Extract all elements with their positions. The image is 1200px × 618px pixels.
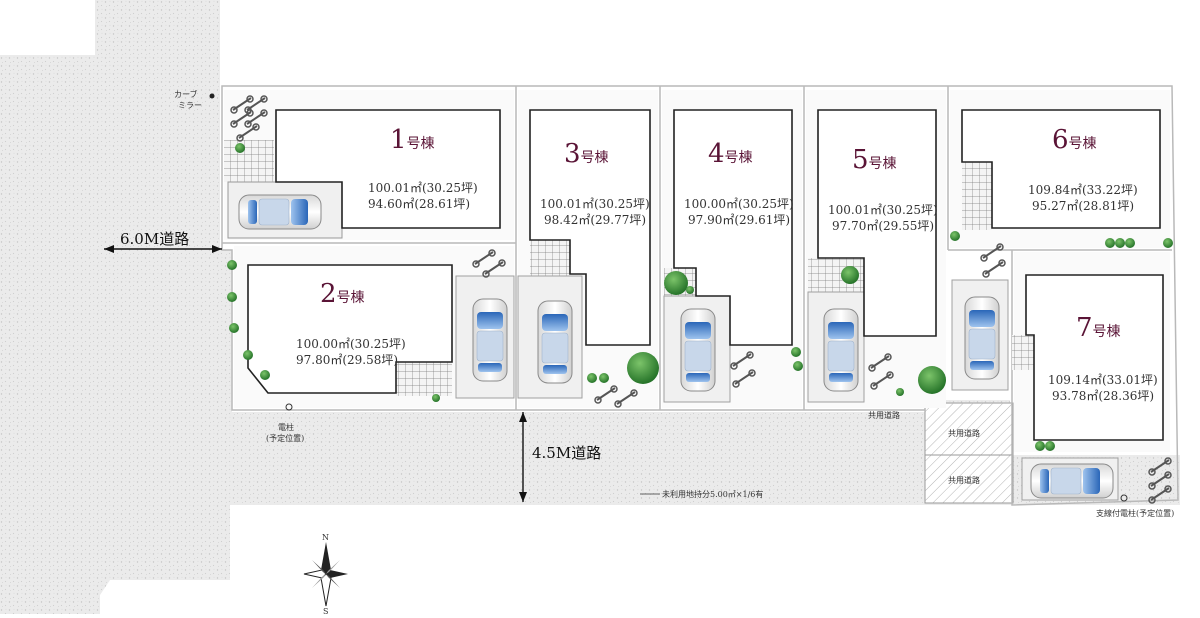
svg-text:98.42㎡(29.77坪): 98.42㎡(29.77坪) xyxy=(544,213,646,227)
road-west-upper xyxy=(0,55,220,250)
utility-pole: 電柱 (予定位置) xyxy=(266,403,304,443)
svg-text:N: N xyxy=(322,533,329,542)
svg-text:電柱: 電柱 xyxy=(278,422,294,432)
house-2 xyxy=(247,264,453,394)
house-footprints xyxy=(247,109,1164,441)
svg-text:1号棟: 1号棟 xyxy=(390,125,435,155)
trees xyxy=(227,143,1173,451)
road-west-dimension: 6.0M道路 xyxy=(104,230,222,253)
lot-3-label: 3号棟 100.01㎡(30.25坪) 98.42㎡(29.77坪) xyxy=(540,139,650,227)
house-6 xyxy=(961,109,1161,229)
road-south-dimension: 4.5M道路 xyxy=(519,412,601,502)
svg-text:109.14㎡(33.01坪): 109.14㎡(33.01坪) xyxy=(1048,373,1158,387)
svg-text:4.5M道路: 4.5M道路 xyxy=(532,444,601,462)
support-pole: 支線付電柱(予定位置) xyxy=(1096,494,1174,518)
svg-text:6号棟: 6号棟 xyxy=(1052,125,1097,155)
svg-text:100.01㎡(30.25坪): 100.01㎡(30.25坪) xyxy=(540,197,650,211)
svg-text:97.90㎡(29.61坪): 97.90㎡(29.61坪) xyxy=(688,213,790,227)
svg-text:93.78㎡(28.36坪): 93.78㎡(28.36坪) xyxy=(1052,389,1154,403)
road-south xyxy=(230,412,1010,505)
svg-text:ミラー: ミラー xyxy=(178,101,202,110)
car-lot-5 xyxy=(823,308,859,392)
lot-2-label: 2号棟 100.00㎡(30.25坪) 97.80㎡(29.58坪) xyxy=(296,279,406,367)
car-lot-7 xyxy=(1031,464,1113,498)
svg-text:カーブ: カーブ xyxy=(174,89,198,99)
svg-text:S: S xyxy=(323,607,328,614)
car-lot-2 xyxy=(472,298,508,382)
svg-text:(予定位置): (予定位置) xyxy=(266,433,304,443)
house-4 xyxy=(673,109,793,346)
house-7 xyxy=(1025,274,1164,441)
lot-7-label: 7号棟 109.14㎡(33.01坪) 93.78㎡(28.36坪) xyxy=(1048,313,1158,403)
svg-text:共用道路: 共用道路 xyxy=(948,428,980,438)
svg-text:97.70㎡(29.55坪): 97.70㎡(29.55坪) xyxy=(832,219,934,233)
svg-text:94.60㎡(28.61坪): 94.60㎡(28.61坪) xyxy=(368,197,470,211)
svg-text:95.27㎡(28.81坪): 95.27㎡(28.81坪) xyxy=(1032,199,1134,213)
car-lot-6 xyxy=(964,296,1000,380)
lot-1-label: 1号棟 100.01㎡(30.25坪) 94.60㎡(28.61坪) xyxy=(368,125,478,211)
svg-text:100.00㎡(30.25坪): 100.00㎡(30.25坪) xyxy=(684,197,794,211)
shared-road-labels: 共用道路 共用道路 共用道路 xyxy=(868,410,980,485)
svg-text:共用道路: 共用道路 xyxy=(868,410,900,420)
curve-mirror: カーブ ミラー xyxy=(174,89,215,110)
svg-text:5号棟: 5号棟 xyxy=(852,145,897,175)
svg-text:100.00㎡(30.25坪): 100.00㎡(30.25坪) xyxy=(296,337,406,351)
svg-text:109.84㎡(33.22坪): 109.84㎡(33.22坪) xyxy=(1028,183,1138,197)
car-lot-4 xyxy=(680,308,716,392)
svg-text:2号棟: 2号棟 xyxy=(320,279,365,309)
svg-text:共用道路: 共用道路 xyxy=(948,475,980,485)
svg-text:100.01㎡(30.25坪): 100.01㎡(30.25坪) xyxy=(368,181,478,195)
svg-text:4号棟: 4号棟 xyxy=(708,139,753,169)
svg-text:6.0M道路: 6.0M道路 xyxy=(120,230,189,248)
unused-land-note: 未利用地持分5.00㎡×1/6有 xyxy=(640,489,763,499)
svg-text:7号棟: 7号棟 xyxy=(1076,313,1121,343)
lot-6-label: 6号棟 109.84㎡(33.22坪) 95.27㎡(28.81坪) xyxy=(1028,125,1138,213)
lot-4-label: 4号棟 100.00㎡(30.25坪) 97.90㎡(29.61坪) xyxy=(684,139,794,227)
house-1 xyxy=(275,109,501,229)
lot-5-label: 5号棟 100.01㎡(30.25坪) 97.70㎡(29.55坪) xyxy=(828,145,938,233)
compass-icon: N S xyxy=(303,533,348,616)
svg-text:97.80㎡(29.58坪): 97.80㎡(29.58坪) xyxy=(296,353,398,367)
shared-road xyxy=(924,402,1014,504)
svg-text:支線付電柱(予定位置): 支線付電柱(予定位置) xyxy=(1096,508,1174,518)
house-5 xyxy=(817,109,937,337)
house-3 xyxy=(529,109,651,346)
car-lot-3 xyxy=(537,300,573,384)
car-lot-1 xyxy=(239,195,321,229)
svg-text:未利用地持分5.00㎡×1/6有: 未利用地持分5.00㎡×1/6有 xyxy=(662,489,763,499)
svg-text:3号棟: 3号棟 xyxy=(564,139,609,169)
svg-text:100.01㎡(30.25坪): 100.01㎡(30.25坪) xyxy=(828,203,938,217)
